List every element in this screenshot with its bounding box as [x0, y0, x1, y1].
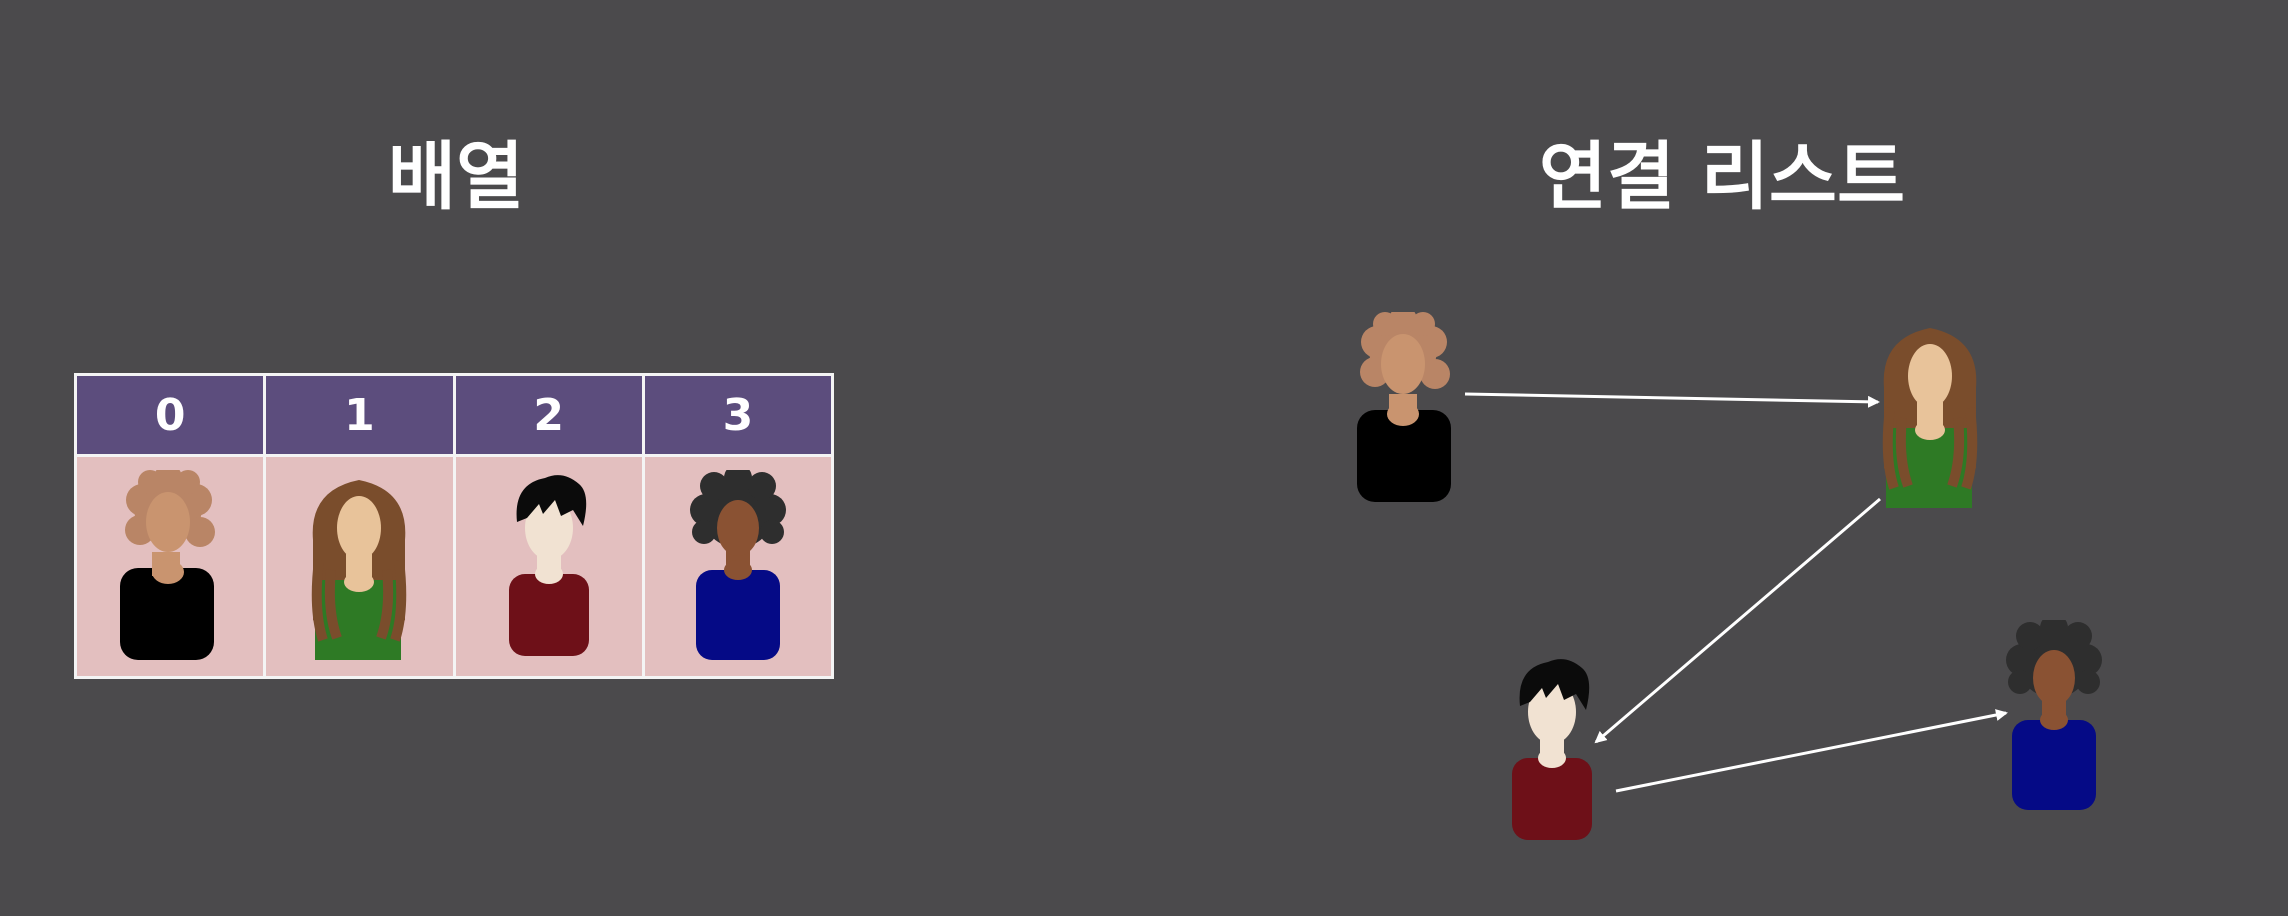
list-node-2-icon	[1502, 654, 1602, 844]
array-cell-2	[455, 457, 642, 676]
linked-list-title: 연결 리스트	[1538, 134, 1906, 220]
arrow-node0-to-node1	[1464, 392, 1880, 408]
arrow-node2-to-node3	[1615, 709, 2008, 793]
curly-light-person-icon	[120, 470, 220, 660]
array-table: 0 1 2 3	[74, 373, 834, 679]
array-title: 배열	[387, 134, 525, 220]
arrow-node1-to-node2	[1594, 497, 1881, 744]
array-index-2: 2	[455, 376, 642, 454]
array-cell-0	[77, 457, 264, 676]
list-node-0-icon	[1355, 312, 1455, 502]
short-black-hair-person-icon	[499, 470, 599, 660]
afro-person-icon	[688, 470, 788, 660]
array-index-0: 0	[77, 376, 264, 454]
array-index-1: 1	[266, 376, 453, 454]
list-node-3-icon	[2004, 620, 2104, 810]
array-cell-1	[266, 457, 453, 676]
list-node-1-icon	[1880, 318, 1980, 508]
array-cell-3	[644, 457, 831, 676]
long-hair-person-icon	[309, 470, 409, 660]
array-index-3: 3	[644, 376, 831, 454]
